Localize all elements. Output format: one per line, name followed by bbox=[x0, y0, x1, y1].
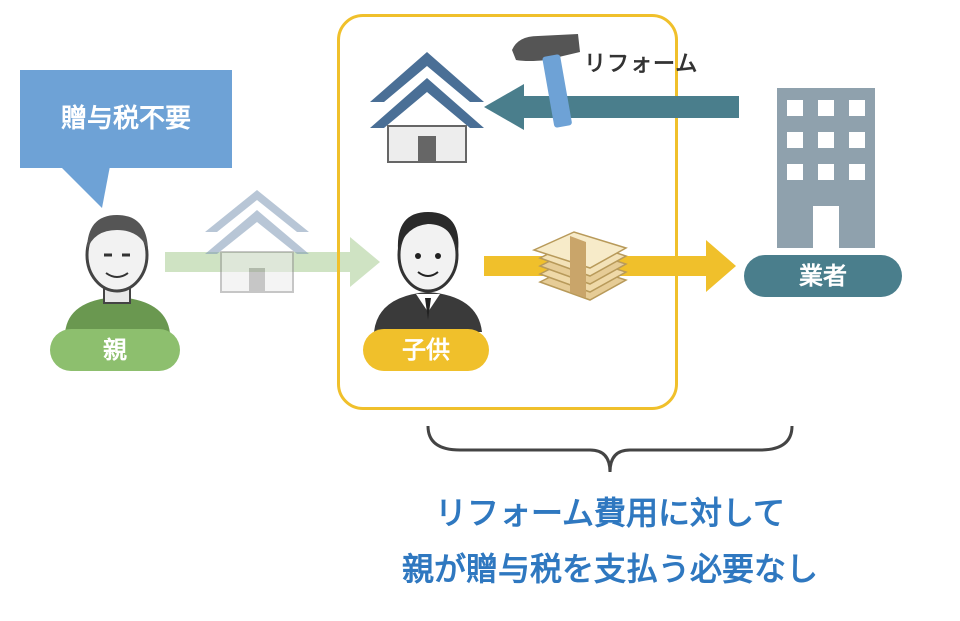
caption-line-1: リフォーム費用に対して bbox=[434, 494, 786, 532]
parent-label: 親 bbox=[50, 329, 180, 371]
brace-icon bbox=[426, 425, 794, 473]
money-bundle-icon bbox=[531, 231, 628, 301]
speech-bubble-tail-icon bbox=[60, 166, 110, 208]
reform-arrow bbox=[484, 84, 739, 130]
caption-line-2: 親が贈与税を支払う必要なし bbox=[401, 550, 818, 588]
speech-bubble bbox=[20, 70, 232, 168]
reform-label: リフォーム bbox=[584, 52, 699, 77]
faded-house-icon bbox=[205, 190, 309, 293]
gift-arrow bbox=[165, 190, 380, 293]
child-frame bbox=[337, 14, 678, 410]
speech-bubble-text: 贈与税不要 bbox=[60, 104, 191, 134]
child-person-icon bbox=[374, 212, 482, 332]
child-label: 子供 bbox=[363, 329, 489, 371]
hammer-icon bbox=[512, 34, 580, 128]
office-building-icon bbox=[777, 88, 875, 248]
parent-person-icon bbox=[65, 215, 170, 333]
vendor-label: 業者 bbox=[744, 255, 902, 297]
house-icon bbox=[370, 52, 484, 163]
